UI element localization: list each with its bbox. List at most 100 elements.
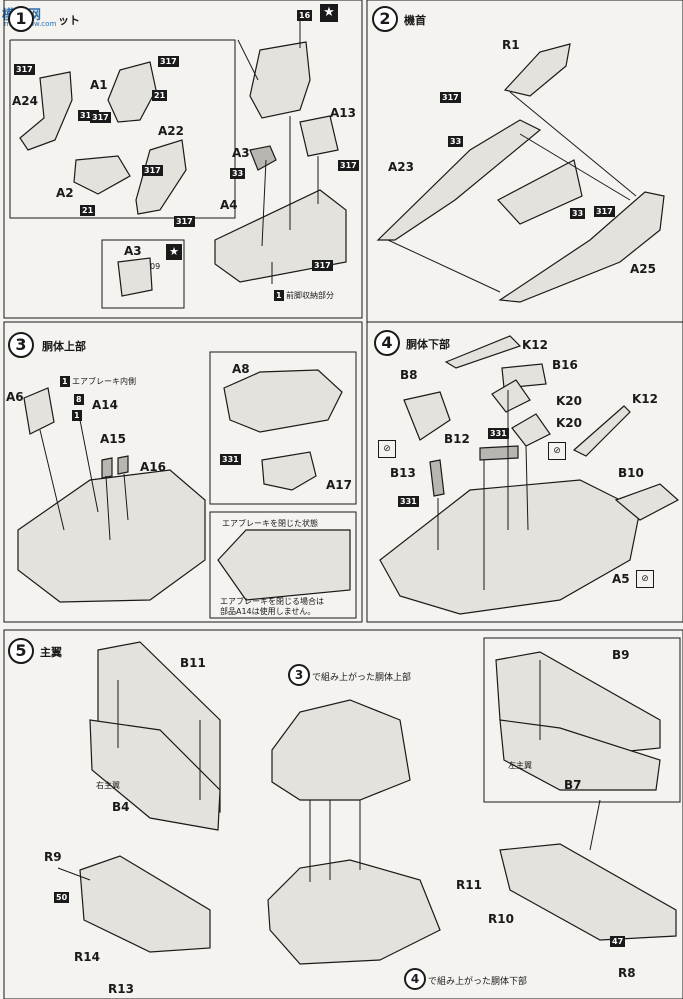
airbrake-closed-note: エアブレーキを閉じた状態 — [222, 519, 318, 528]
part-b4-shape — [89, 719, 221, 831]
label-k12-top: K12 — [522, 338, 548, 352]
code-8-badge: 8 — [74, 394, 84, 405]
label-r11: R11 — [456, 878, 482, 892]
code-317-badge: 317 — [90, 112, 111, 123]
label-a1: A1 — [90, 78, 108, 92]
label-b4: B4 — [112, 800, 130, 814]
label-b12: B12 — [444, 432, 470, 446]
part-k20-a-shape — [491, 379, 531, 413]
label-a16: A16 — [140, 460, 166, 474]
part-a16-shape — [117, 455, 129, 475]
label-r8: R8 — [618, 966, 636, 980]
step-2-title: 機首 — [404, 14, 426, 27]
label-k20-b: K20 — [556, 416, 582, 430]
label-k12-right: K12 — [632, 392, 658, 406]
part-k12-top-shape — [444, 335, 522, 369]
step-1-number: 1 — [8, 6, 34, 32]
step-5-number: 5 — [8, 638, 34, 664]
star-icon: ★ — [320, 4, 338, 22]
airbrake-closed-shape — [217, 529, 351, 601]
lower-assembled-shape — [267, 859, 441, 965]
star-icon: ★ — [166, 244, 182, 260]
code-47-badge: 47 — [610, 936, 626, 947]
label-b11: B11 — [180, 656, 206, 670]
label-a14: A14 — [92, 398, 118, 412]
code-317-badge: 317 — [594, 206, 615, 217]
lower-assembled-note: で組み上がった胴体下部 — [428, 977, 528, 987]
step-2-number: 2 — [372, 6, 398, 32]
part-b10-shape — [614, 483, 680, 521]
upper-fuselage-shape — [17, 469, 206, 603]
part-a3-shape — [249, 145, 277, 171]
right-wing-assembled-shape — [79, 855, 211, 953]
code-1-badge: 1 — [60, 376, 70, 387]
code-317-badge: 317 — [174, 216, 195, 227]
code-317-badge: 317 — [142, 165, 163, 176]
code-33-badge: 33 — [230, 168, 246, 179]
part-a25-shape — [498, 191, 665, 303]
part-a17-shape — [261, 451, 317, 491]
part-a8-shape — [223, 369, 343, 433]
part-k12-right-shape — [572, 405, 631, 457]
label-a17: A17 — [326, 478, 352, 492]
seat-shape — [249, 41, 311, 119]
step-4-title: 胴体下部 — [406, 338, 450, 351]
code-331-badge: 331 — [398, 496, 419, 507]
part-a24-shape — [19, 71, 73, 151]
upper-assembled-shape — [271, 699, 411, 801]
part-a13-shape — [299, 115, 339, 157]
step-5-title: 主翼 — [40, 646, 62, 659]
airbrake-note-1: エアブレーキを閉じる場合は — [220, 597, 324, 606]
code-317-badge: 317 — [312, 260, 333, 271]
part-a4-shape — [214, 189, 347, 283]
code-317-badge: 317 — [338, 160, 359, 171]
label-r10: R10 — [488, 912, 514, 926]
step-3-number: 3 — [8, 332, 34, 358]
label-a3-detail: A3 — [124, 244, 142, 258]
label-a15: A15 — [100, 432, 126, 446]
code-50-badge: 50 — [54, 892, 70, 903]
code-317-badge: 317 — [78, 110, 99, 121]
step-3-ref: 3 — [288, 664, 310, 686]
part-a15-shape — [101, 457, 113, 479]
label-b13: B13 — [390, 466, 416, 480]
code-16-badge: 16 — [297, 10, 313, 21]
airbrake-inner-note: エアブレーキ内側 — [72, 377, 136, 386]
part-a1-shape — [107, 61, 157, 123]
code-317-badge: 317 — [158, 56, 179, 67]
label-r9: R9 — [44, 850, 62, 864]
code-21-badge: 21 — [152, 90, 168, 101]
code-21-badge: 21 — [80, 205, 96, 216]
part-k20-b-shape — [511, 413, 551, 447]
label-a25: A25 — [630, 262, 656, 276]
code-317-badge: 317 — [14, 64, 35, 75]
part-a3-detail — [117, 257, 153, 297]
label-b10: B10 — [618, 466, 644, 480]
label-b16: B16 — [552, 358, 578, 372]
label-a3: A3 — [232, 146, 250, 160]
label-a24: A24 — [12, 94, 38, 108]
no-glue-icon: ⊘ — [548, 442, 566, 460]
code-33-badge: 33 — [448, 136, 464, 147]
label-b9: B9 — [612, 648, 630, 662]
label-k20-a: K20 — [556, 394, 582, 408]
code-1-badge: 1 — [72, 410, 82, 421]
part-b8-shape — [403, 391, 451, 441]
code-331-badge: 331 — [488, 428, 509, 439]
left-wing-note: 左主翼 — [508, 761, 532, 770]
code-331-badge: 331 — [220, 454, 241, 465]
code-1-badge: 1 — [274, 290, 284, 301]
front-gear-note: 前脚収納部分 — [286, 291, 334, 300]
label-r14: R14 — [74, 950, 100, 964]
code-33-badge: 33 — [570, 208, 586, 219]
no-glue-icon: ⊘ — [378, 440, 396, 458]
step-1-title: ット — [58, 14, 80, 27]
part-r1-shape — [503, 43, 571, 97]
right-wing-note: 右主翼 — [96, 781, 120, 790]
label-a4: A4 — [220, 198, 238, 212]
step-3-title: 胴体上部 — [42, 340, 86, 353]
step-4-ref: 4 — [404, 968, 426, 990]
part-a23-shape — [376, 119, 542, 241]
part-a22-shape — [135, 139, 187, 215]
